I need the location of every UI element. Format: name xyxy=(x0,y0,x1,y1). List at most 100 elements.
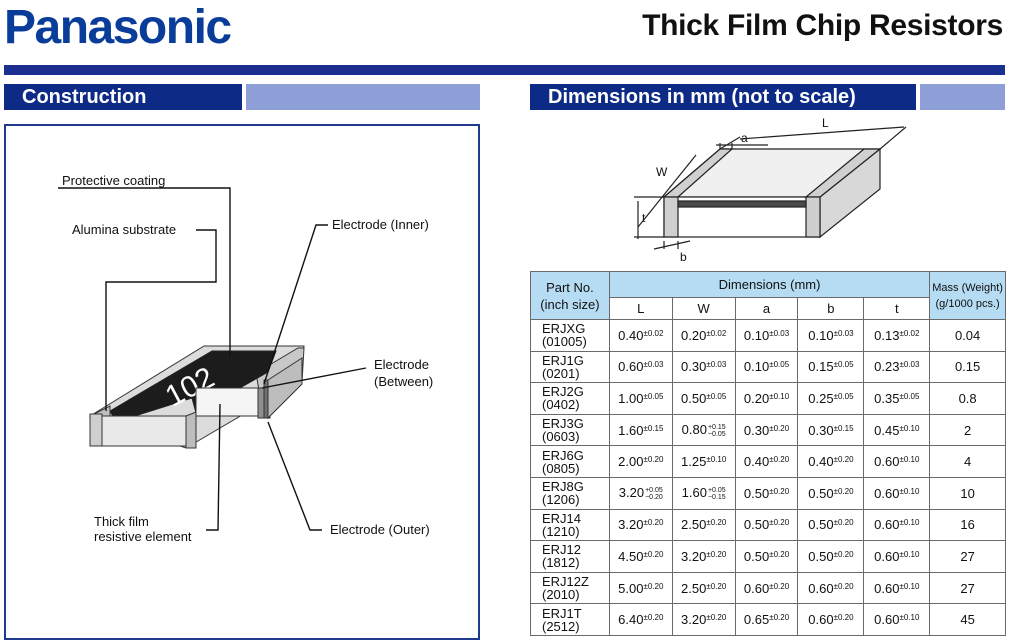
dimension-value: 0.50 xyxy=(681,390,707,406)
tolerance: ±0.20 xyxy=(769,486,790,496)
header-mass-line2: (g/1000 pcs.) xyxy=(935,297,1000,310)
dimensions-drawing: L a W t b xyxy=(634,116,907,264)
part-number: ERJ6G xyxy=(542,447,584,463)
tolerance: ±0.10 xyxy=(899,423,920,433)
inch-size: (1812) xyxy=(542,555,580,571)
header-col-b: b xyxy=(797,297,865,320)
part-number-cell: ERJ2G(0402) xyxy=(530,382,610,415)
tolerance: ±0.20 xyxy=(769,518,790,528)
dimension-cell-L: 4.50±0.20 xyxy=(608,540,673,573)
header-part-no: Part No. (inch size) xyxy=(530,271,610,320)
dimension-cell-a: 0.60±0.20 xyxy=(734,571,799,605)
tolerance: ±0.20 xyxy=(833,486,854,496)
tolerance: ±0.03 xyxy=(769,328,790,338)
part-number-cell: ERJ8G(1206) xyxy=(530,476,610,510)
tolerance: ±0.10 xyxy=(899,455,920,465)
part-number-cell: ERJXG(01005) xyxy=(530,319,610,352)
tolerance: ±0.05 xyxy=(833,360,854,370)
dimension-value: 0.10 xyxy=(808,327,834,343)
tolerance-upper: +0.15 xyxy=(707,423,726,431)
dimension-cell-L: 0.40±0.02 xyxy=(608,319,673,352)
dimension-value: 0.60 xyxy=(874,454,900,470)
tolerance: ±0.20 xyxy=(833,581,854,591)
dimension-value: 0.50 xyxy=(808,485,834,501)
part-number: ERJ12 xyxy=(542,542,582,558)
tolerance-stack: +0.05−0.15 xyxy=(708,487,726,501)
inch-size: (2010) xyxy=(542,587,580,603)
label-electrode-outer: Electrode (Outer) xyxy=(330,522,430,537)
tolerance: ±0.03 xyxy=(833,328,854,338)
dimension-value: 0.50 xyxy=(808,517,834,533)
header-mass: Mass (Weight) (g/1000 pcs.) xyxy=(929,271,1006,320)
dimension-value: 0.65 xyxy=(743,612,770,628)
dimension-value: 0.40 xyxy=(808,454,834,470)
construction-diagram: 102 Protective xyxy=(4,124,480,640)
tolerance: ±0.10 xyxy=(706,455,727,465)
page-title: Thick Film Chip Resistors xyxy=(642,9,1003,42)
tolerance-upper: +0.05 xyxy=(645,487,663,495)
dimension-value: 0.50 xyxy=(743,517,770,533)
dimension-cell-t: 0.60±0.10 xyxy=(863,476,931,510)
dimension-value: 1.60 xyxy=(618,422,644,438)
tolerance: ±0.20 xyxy=(769,613,790,623)
dimension-cell-b: 0.60±0.20 xyxy=(797,603,865,636)
dimension-value: 0.40 xyxy=(618,327,644,343)
mass-cell: 0.15 xyxy=(929,350,1006,384)
tolerance-upper: +0.05 xyxy=(707,487,726,495)
dimension-cell-L: 1.00±0.05 xyxy=(608,382,673,415)
tolerance: ±0.20 xyxy=(833,549,854,559)
tolerance: ±0.20 xyxy=(706,549,727,559)
inch-size: (2512) xyxy=(542,618,580,634)
label-thick-film-2: resistive element xyxy=(94,529,192,544)
dimension-value: 0.60 xyxy=(808,580,834,596)
dimension-value: 0.60 xyxy=(874,548,900,564)
dimension-value: 0.13 xyxy=(874,327,900,343)
label-thick-film-1: Thick film xyxy=(94,514,149,529)
dimension-cell-W: 1.25±0.10 xyxy=(671,445,736,478)
dimension-cell-a: 0.50±0.20 xyxy=(734,540,799,573)
header-col-a: a xyxy=(734,297,799,320)
dimension-value: 0.30 xyxy=(681,359,707,375)
part-number: ERJ12Z xyxy=(542,574,589,590)
dimension-cell-L: 0.60±0.03 xyxy=(608,350,673,384)
resistor-construction-illustration: 102 xyxy=(58,187,367,531)
mass-cell: 45 xyxy=(929,603,1006,636)
mass-cell: 27 xyxy=(929,540,1006,573)
dimension-cell-a: 0.10±0.03 xyxy=(734,319,799,352)
construction-heading-bar: Construction xyxy=(4,84,480,110)
dimension-cell-W: 0.80+0.15−0.05 xyxy=(671,413,736,447)
part-number-cell: ERJ1G(0201) xyxy=(530,350,610,384)
tolerance: ±0.10 xyxy=(769,391,790,401)
label-protective-coating: Protective coating xyxy=(62,173,166,188)
dimension-value: 3.20 xyxy=(618,517,644,533)
tolerance: ±0.10 xyxy=(899,549,920,559)
header-col-t: t xyxy=(863,297,931,320)
dimension-value: 0.15 xyxy=(808,359,834,375)
inch-size: (01005) xyxy=(542,334,587,350)
dimension-value: 0.35 xyxy=(874,390,900,406)
dimension-cell-W: 0.50±0.05 xyxy=(671,382,736,415)
tolerance: ±0.20 xyxy=(706,518,727,528)
label-electrode-inner: Electrode (Inner) xyxy=(332,217,429,232)
tolerance: ±0.20 xyxy=(643,518,664,528)
dimension-cell-a: 0.50±0.20 xyxy=(734,476,799,510)
dimension-cell-L: 1.60±0.15 xyxy=(608,413,673,447)
part-number-cell: ERJ12(1812) xyxy=(530,540,610,573)
heading-bar-fill xyxy=(920,84,1005,110)
dimension-cell-W: 2.50±0.20 xyxy=(671,571,736,605)
tolerance: ±0.02 xyxy=(706,328,727,338)
dimensions-table: Part No. (inch size) Dimensions (mm) Mas… xyxy=(530,271,1006,636)
header-col-L: L xyxy=(608,297,673,320)
tolerance: ±0.10 xyxy=(899,581,920,591)
dimension-cell-b: 0.10±0.03 xyxy=(797,319,865,352)
dimension-cell-t: 0.35±0.05 xyxy=(863,382,931,415)
dimension-value: 0.60 xyxy=(808,612,834,628)
tolerance: ±0.15 xyxy=(833,423,854,433)
mass-cell: 2 xyxy=(929,413,1006,447)
dimension-value: 1.25 xyxy=(681,454,707,470)
tolerance-stack: +0.15−0.05 xyxy=(708,424,726,438)
